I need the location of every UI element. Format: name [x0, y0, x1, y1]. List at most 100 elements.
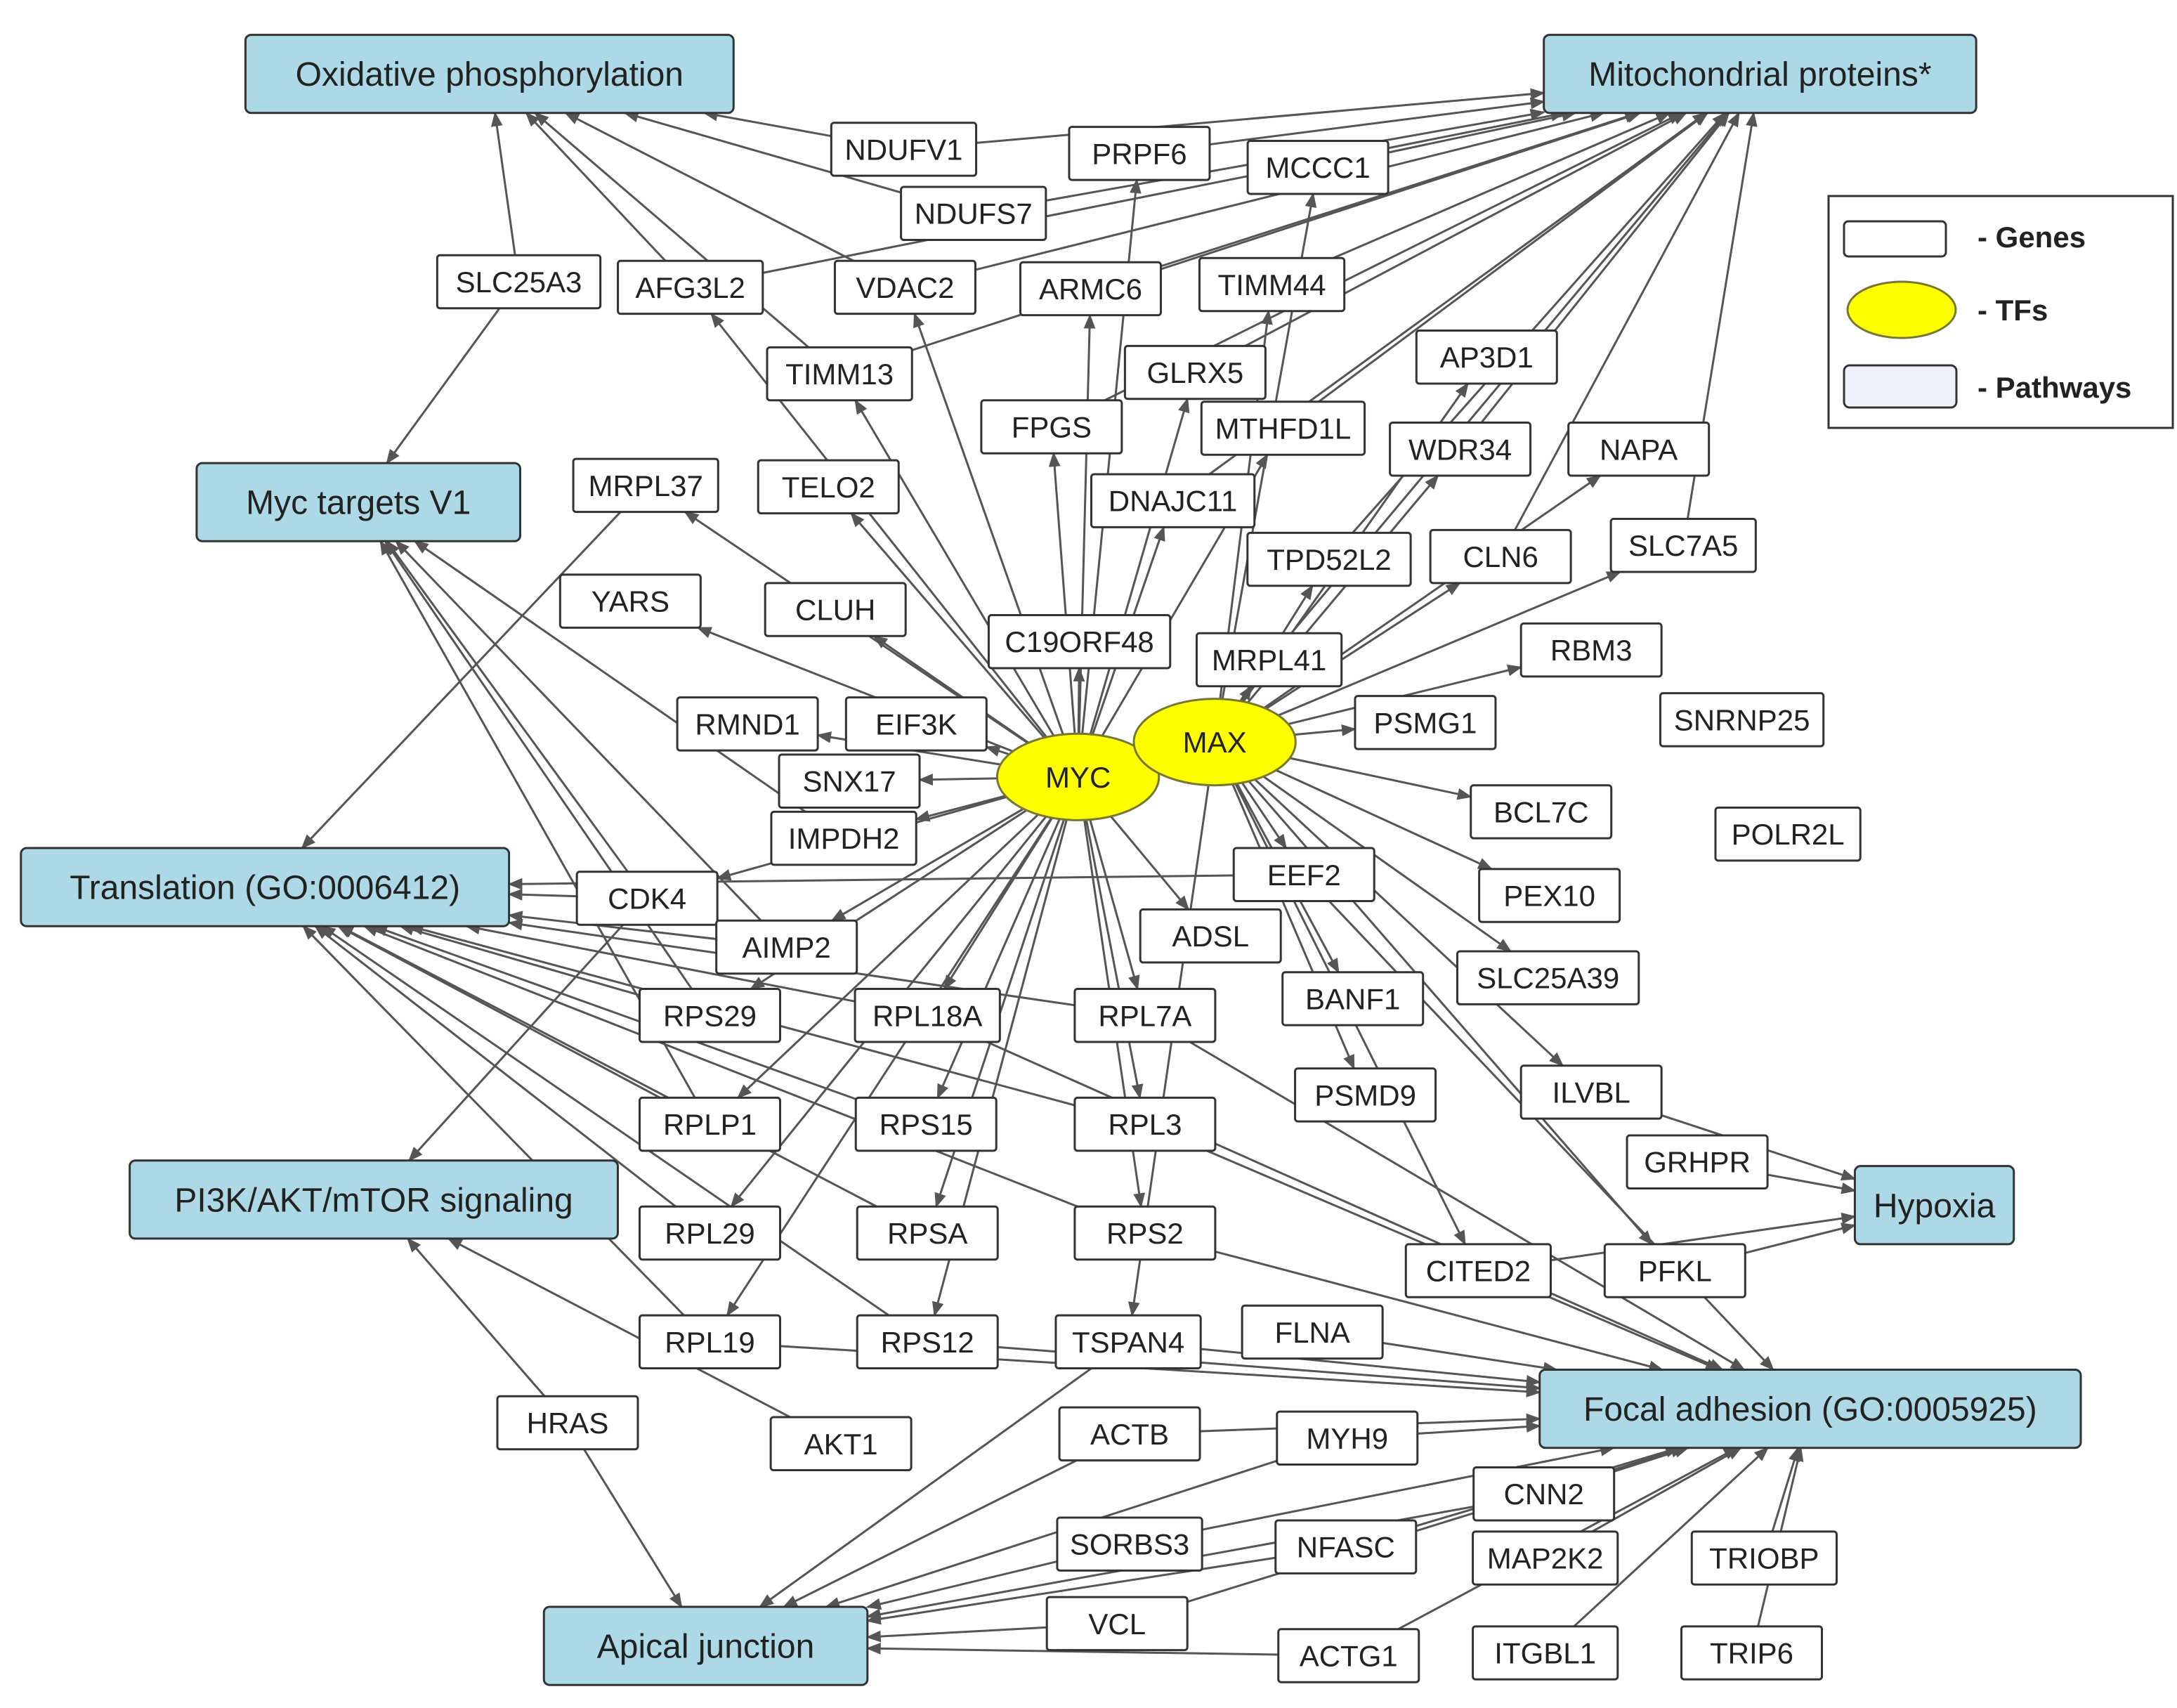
gene-box — [764, 582, 907, 637]
legend: - Genes - TFs - Pathways — [1827, 195, 2174, 429]
edge-arrow — [915, 795, 1006, 822]
edge-arrow — [1550, 1212, 1857, 1262]
edge-arrow — [936, 819, 1061, 1100]
gene-node-aimp2: AIMP2 — [715, 919, 858, 975]
pathway-box — [542, 1605, 869, 1686]
gene-label: AFG3L2 — [635, 271, 745, 304]
gene-label: SNX17 — [802, 765, 896, 798]
edge-arrow — [386, 307, 501, 464]
gene-box — [1429, 528, 1572, 585]
edge-arrow — [825, 1459, 1278, 1609]
gene-label: CITED2 — [1426, 1255, 1531, 1288]
gene-box — [854, 988, 1001, 1043]
pathway-box — [20, 847, 511, 927]
gene-node-dnajc11: DNAJC11 — [1090, 473, 1256, 528]
gene-label: RPS29 — [663, 999, 757, 1032]
gene-label: RPS12 — [881, 1326, 974, 1359]
pathway-label: PI3K/AKT/mTOR signaling — [174, 1182, 573, 1219]
gene-label: EEF2 — [1267, 859, 1341, 892]
edge-arrow — [736, 814, 1039, 1099]
gene-node-nfasc: NFASC — [1274, 1519, 1418, 1575]
edge-arrow — [1254, 778, 1564, 1067]
gene-box — [572, 457, 719, 514]
gene-node-eif3k: EIF3K — [844, 696, 988, 752]
gene-label: PRPF6 — [1092, 137, 1186, 170]
gene-label: PSMG1 — [1373, 706, 1477, 739]
gene-label: ACTB — [1090, 1418, 1169, 1451]
gene-node-wdr34: WDR34 — [1389, 422, 1532, 477]
gene-node-eef2: EEF2 — [1232, 847, 1375, 902]
gene-label: RPL3 — [1108, 1108, 1182, 1141]
gene-node-impdh2: IMPDH2 — [770, 810, 917, 866]
edge-arrow — [1048, 452, 1076, 734]
gene-box — [1054, 1314, 1202, 1370]
gene-node-snrnp25: SNRNP25 — [1659, 692, 1825, 748]
gene-node-napa: NAPA — [1567, 422, 1711, 477]
edge-arrow — [1209, 97, 1545, 146]
gene-node-pfkl: PFKL — [1603, 1243, 1746, 1298]
gene-node-timm44: TIMM44 — [1198, 256, 1346, 313]
gene-node-cdk4: CDK4 — [575, 871, 719, 926]
gene-box — [1281, 971, 1425, 1026]
gene-box — [1472, 1530, 1619, 1586]
gene-label: NAPA — [1600, 433, 1678, 466]
tf-label: MYC — [1045, 761, 1111, 794]
gene-box — [676, 696, 819, 752]
gene-label: ARMC6 — [1039, 273, 1142, 306]
pathway-label: Focal adhesion (GO:0005925) — [1583, 1391, 2037, 1428]
edge-arrow — [702, 109, 832, 138]
legend-tfs-label: - TFs — [1977, 294, 2048, 327]
tf-ellipse — [995, 732, 1161, 821]
edge-arrow — [1289, 757, 1472, 800]
gene-node-itgbl1: ITGBL1 — [1472, 1625, 1619, 1681]
gene-box — [1389, 422, 1532, 477]
gene-label: AKT1 — [804, 1428, 878, 1461]
gene-label: FPGS — [1012, 410, 1092, 443]
gene-node-akt1: AKT1 — [769, 1416, 913, 1471]
pathway-node-translation-go-0006412: Translation (GO:0006412) — [20, 847, 511, 927]
gene-label: MYH9 — [1306, 1422, 1388, 1455]
gene-label: RMND1 — [695, 708, 799, 741]
edge-arrow — [1201, 1445, 1616, 1531]
gene-box — [1090, 473, 1256, 528]
edge-arrow — [1614, 1446, 1689, 1473]
gene-node-pex10: PEX10 — [1478, 868, 1621, 923]
pathway-node-pi3k-akt-mtor-signaling: PI3K/AKT/mTOR signaling — [129, 1159, 619, 1240]
gene-label: TPD52L2 — [1267, 543, 1391, 576]
edge-arrow — [386, 540, 629, 873]
edge-arrow — [465, 923, 856, 1003]
gene-label: MRPL41 — [1212, 644, 1326, 677]
edge-arrow — [1333, 112, 1671, 259]
gene-node-rps15: RPS15 — [854, 1096, 998, 1152]
edge-arrow — [985, 745, 1009, 757]
edge-arrow — [830, 807, 1024, 922]
gene-node-cnn2: CNN2 — [1472, 1466, 1616, 1522]
gene-box — [1690, 1530, 1838, 1586]
gene-box — [856, 1314, 999, 1370]
edge-arrow — [854, 398, 1055, 736]
gene-node-rplp1: RPLP1 — [639, 1096, 782, 1152]
edge-arrow — [1294, 724, 1357, 736]
gene-box — [1045, 1596, 1189, 1652]
gene-label: NDUFS7 — [915, 197, 1033, 230]
gene-label: GRHPR — [1644, 1146, 1751, 1179]
gene-node-map2k2: MAP2K2 — [1472, 1530, 1619, 1586]
gene-box — [639, 1096, 782, 1152]
edge-arrow — [395, 540, 762, 922]
gene-node-slc25a3: SLC25A3 — [436, 254, 602, 310]
edge-arrow — [1085, 819, 1144, 1100]
gene-box — [833, 259, 976, 315]
gene-box — [1472, 1466, 1616, 1522]
edge-arrow — [408, 924, 625, 1162]
gene-box — [1603, 1243, 1746, 1298]
gene-label: TSPAN4 — [1072, 1326, 1184, 1359]
gene-label: RPS15 — [880, 1108, 973, 1141]
gene-node-cln6: CLN6 — [1429, 528, 1572, 585]
edge-arrow — [338, 925, 877, 1208]
gene-node-actb: ACTB — [1058, 1406, 1201, 1462]
pathway-node-myc-targets-v1: Myc targets V1 — [195, 462, 522, 542]
gene-node-rpl3: RPL3 — [1073, 1096, 1217, 1152]
gene-label: TELO2 — [782, 471, 875, 504]
edge-arrow — [320, 925, 890, 1317]
